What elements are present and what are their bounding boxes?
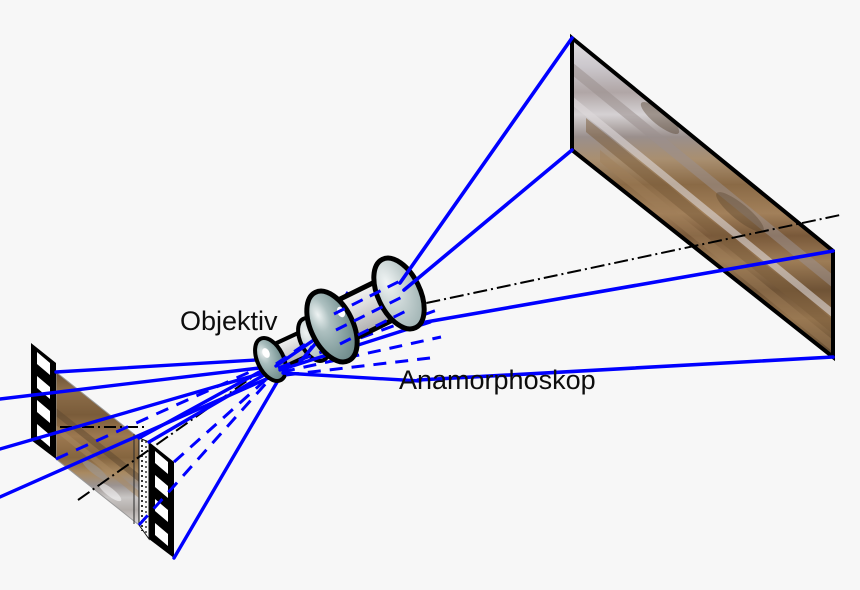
ray-dashed (281, 335, 442, 374)
optical-axis-segment-right (355, 214, 841, 319)
screen-dark-patch-1 (640, 101, 680, 135)
objektiv-front-glass (253, 336, 288, 383)
ray-dashed (303, 291, 350, 358)
ray-solid (54, 357, 274, 374)
projection-screen (570, 33, 835, 362)
ray-solid (281, 371, 422, 383)
label-objektiv: Objektiv (180, 306, 278, 336)
screen-ridge-1 (586, 118, 833, 334)
ray-dashed (339, 309, 407, 346)
film-hole (155, 523, 168, 546)
ray-solid (424, 249, 835, 324)
ray-bundle-film-dashed (55, 360, 282, 527)
screen-dark-patch-2 (716, 192, 764, 232)
film-hole (155, 475, 168, 498)
film-hole (37, 400, 50, 423)
objektiv-glass-highlight (262, 348, 270, 358)
film-band-2 (56, 425, 139, 498)
film-hole (155, 451, 168, 474)
optical-axis-segment-left (77, 365, 269, 501)
ray-solid (0, 370, 284, 499)
film-patch-2 (98, 482, 122, 502)
ray-bundle-anamorphoskop-to-screen (398, 36, 835, 382)
screen-cloud-band (572, 62, 833, 288)
ray-solid (0, 364, 278, 401)
screen-ridge-2 (600, 150, 833, 352)
label-anamorphoskop: Anamorphoskop (399, 365, 596, 395)
ray-dashed (137, 368, 280, 527)
ray-dashed (335, 295, 403, 332)
ray-solid (0, 366, 282, 451)
ray-solid (172, 370, 285, 560)
ray-solid (416, 355, 835, 382)
ray-solid (402, 148, 574, 292)
anamorphoskop-interior-rays (333, 279, 407, 346)
ray-dashed (172, 365, 282, 464)
film-hole (37, 352, 50, 375)
film-patch-1 (82, 459, 108, 481)
ray-dashed (55, 360, 273, 461)
film-holes-right (155, 451, 168, 546)
ray-dashed (285, 356, 431, 377)
anamorphoskop-rear-face (371, 255, 427, 332)
ray-dashed (333, 279, 401, 316)
film-gate-edge (138, 437, 150, 541)
ray-solid (398, 36, 574, 285)
ray-bundle-film-to-objektiv (0, 357, 285, 560)
ray-solid (147, 366, 278, 444)
